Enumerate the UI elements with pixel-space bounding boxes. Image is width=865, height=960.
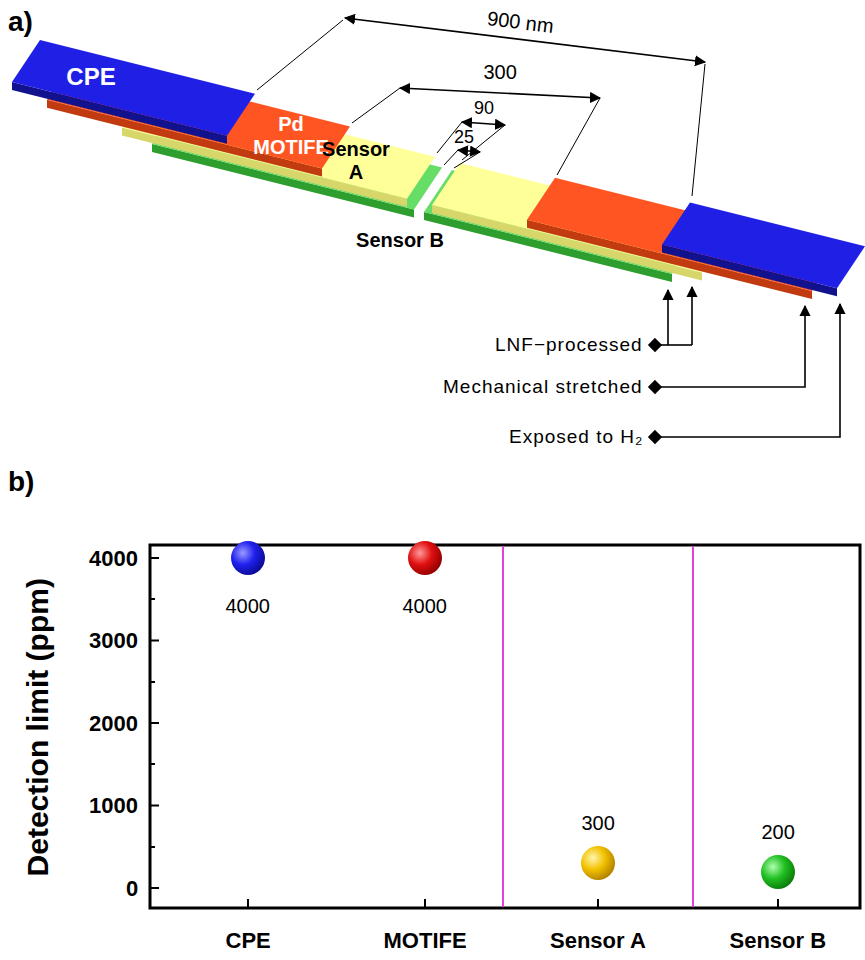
layer-name: Sensor B [345,229,455,252]
dimension-label: 300 [484,61,517,84]
axis-title: Detection limit (ppm) [21,578,56,876]
dimension-label: 900 nm [485,7,554,38]
process-label: Exposed to H₂ [509,426,643,448]
tick-label: 4000 [89,546,138,571]
data-point [231,541,265,575]
leader-line [257,20,343,90]
dimension-label: 25 [454,127,474,148]
value-label: 200 [762,821,795,844]
leader-line [692,64,705,196]
data-point [761,855,795,889]
pointer-marker [649,339,661,351]
tick-label: 2000 [89,711,138,736]
process-label: LNF−processed [495,334,643,356]
panel-label: b) [8,466,34,498]
pointer-arrow [661,304,840,437]
cpe-layer [662,203,865,289]
dimension-arrow [462,122,505,125]
dimension-label: 90 [474,98,494,119]
pointer-line [661,344,692,346]
layer-name: CPE [51,63,131,91]
pointer-arrow [661,306,805,387]
dimension-lines [257,18,705,196]
chart [150,541,860,908]
cpe-layer [12,40,255,136]
leader-line [454,152,480,168]
tick-marks [150,558,778,908]
data-point [581,846,615,880]
cpe-layer-label: CPE [51,63,131,91]
value-label: 4000 [226,595,271,618]
divider-line [692,546,694,907]
value-label: 4000 [403,595,448,618]
layered-strip [12,40,865,299]
leader-line [352,88,400,123]
pointer-arrow [691,287,693,345]
sensor-a-label: Sensor A [316,138,396,184]
category-label: CPE [226,928,271,953]
tick-label: 0 [126,876,138,901]
pointer-arrow [667,290,669,345]
tick-label: 3000 [89,628,138,653]
dimension-arrow [458,150,480,152]
pointer-marker [649,381,661,393]
sensor-b-label: Sensor B [345,229,455,252]
pointer-marker [649,431,661,443]
layer-name: Sensor A [316,138,396,184]
panel-label: a) [8,6,33,38]
category-label: Sensor A [550,928,646,953]
layer-pointers [649,287,840,443]
tick-label: 1000 [89,793,138,818]
leader-line [444,150,458,165]
process-label: Mechanical stretched [443,376,643,398]
divider-line [502,546,504,907]
category-label: Sensor B [730,928,827,953]
leader-line [557,98,600,175]
value-label: 300 [582,812,615,835]
chart-frame [150,545,860,908]
category-label: MOTIFE [384,928,467,953]
dimension-arrow [400,88,600,98]
data-point [408,541,442,575]
